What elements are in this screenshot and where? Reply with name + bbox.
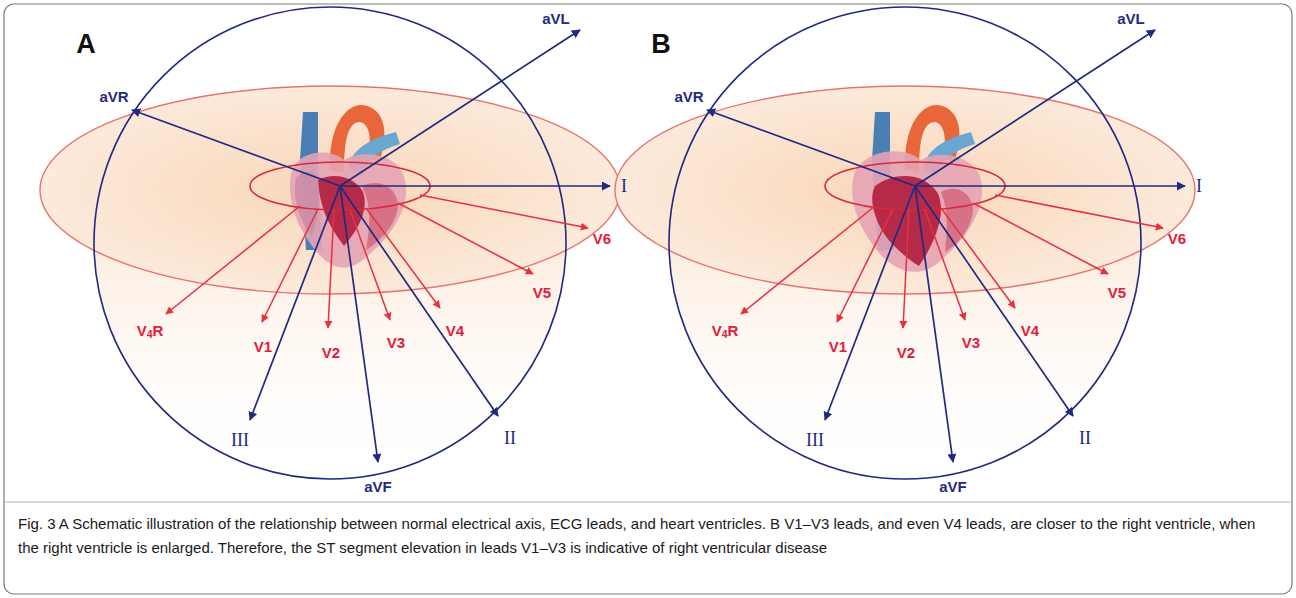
lead-name: II <box>504 428 516 449</box>
lead-vectors <box>132 30 610 462</box>
lead-name: aVL <box>542 10 570 27</box>
lead-vectors <box>707 30 1185 462</box>
lead-name: V2 <box>897 344 915 361</box>
lead-name: aVL <box>1117 10 1145 27</box>
caption-rule <box>4 502 1292 503</box>
lead-name: V5 <box>1108 284 1126 301</box>
lead-name: V2 <box>322 344 340 361</box>
lead-name: V4 <box>446 322 464 339</box>
lead-name: V4 <box>1021 322 1039 339</box>
lead-name: aVR <box>99 88 128 105</box>
panel-letter: B <box>651 29 671 60</box>
lead-sphere <box>40 7 620 490</box>
lead-name: V6 <box>1168 230 1186 247</box>
lead-sphere <box>615 7 1195 490</box>
lead-name: aVF <box>939 478 967 495</box>
lead-name: V4R <box>137 322 164 339</box>
lead-name: II <box>1079 428 1091 449</box>
lead-name: V1 <box>829 338 847 355</box>
lead-name: I <box>1196 176 1202 197</box>
lead-name: V3 <box>387 334 405 351</box>
figure-frame <box>4 4 1292 594</box>
lead-name: V3 <box>962 334 980 351</box>
panel-letter: A <box>76 29 96 60</box>
lead-name: I <box>621 176 627 197</box>
lead-name: V4R <box>712 322 739 339</box>
lead-name: V1 <box>254 338 272 355</box>
lead-name: aVR <box>674 88 703 105</box>
lead-name: III <box>231 430 249 451</box>
lead-name: aVF <box>364 478 392 495</box>
lead-name: V5 <box>533 284 551 301</box>
figure-caption: Fig. 3 A Schematic illustration of the r… <box>18 512 1276 560</box>
lead-name: III <box>806 430 824 451</box>
lead-name: V6 <box>593 230 611 247</box>
